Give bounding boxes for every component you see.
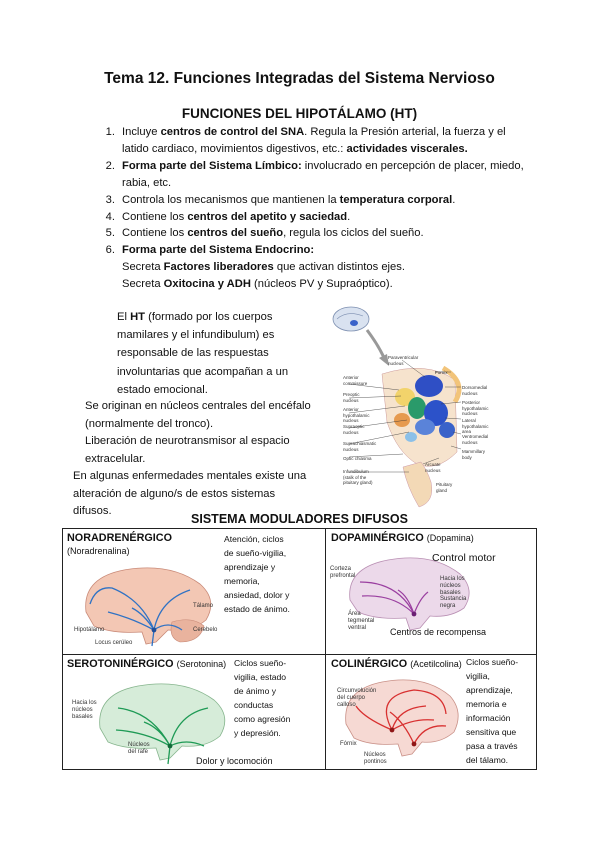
brain-label: Locus cerúleo — [95, 640, 133, 646]
panel-title-noradrenergic: NORADRENÉRGICO — [67, 532, 172, 544]
diffuse-systems-grid — [62, 528, 537, 770]
para-text: Liberación de neurotransmisor al espacio… — [85, 435, 290, 465]
list-text: involucrado en percepción de placer, mie… — [301, 159, 524, 172]
list-bold: Factores liberadores — [163, 261, 274, 274]
list-text: Controla los mecanismos que mantienen la — [122, 193, 340, 206]
list-item: 4. Contiene los centros del apetito y sa… — [106, 209, 546, 226]
list-bold: centros del apetito y saciedad — [187, 210, 348, 223]
para-text: (formado por los cuerpos mamilares y el … — [117, 311, 289, 396]
figure-label: Posterior hypothalamic nucleus — [462, 400, 489, 416]
list-item: 6. Forma parte del Sistema Endocrino: Se… — [106, 242, 546, 293]
figure-label: Supraoptic nucleus — [343, 424, 365, 435]
brain-label: Cerebelo — [193, 627, 218, 633]
section-title-hypothalamus: FUNCIONES DEL HIPOTÁLAMO (HT) — [181, 106, 418, 121]
list-text: rabia, etc. — [122, 176, 172, 189]
figure-label: Mammillary body — [462, 449, 485, 460]
grid-divider — [62, 654, 537, 656]
brain-label: Área tegmental ventral — [348, 611, 375, 631]
list-bold: actividades viscerales. — [346, 142, 468, 155]
list-bold: Forma parte del Sistema Límbico: — [122, 159, 302, 172]
brain-label: Hacia los núcleos basales — [440, 576, 465, 596]
brain-label: Tálamo — [193, 603, 214, 609]
list-bold: centros del sueño — [187, 227, 284, 240]
figure-label: Fornix — [435, 370, 448, 375]
list-text: Incluye — [122, 126, 161, 138]
figure-label: Arcuate nucleus — [425, 462, 441, 473]
brain-label: Sustancia negra — [440, 596, 467, 609]
list-bold: Oxitocina y ADH — [163, 278, 251, 291]
figure-label: Suprachiasmatic nucleus — [343, 441, 377, 452]
brain-label: Circunvolución del cuerpo calloso — [337, 688, 377, 708]
figure-label: Anterior hypothalamic nucleus — [343, 407, 370, 423]
section-title-diffuse-systems: SISTEMA MODULADORES DIFUSOS — [191, 512, 408, 526]
brain-label: Corteza prefrontal — [330, 566, 356, 579]
list-text: Contiene los — [122, 210, 188, 223]
figure-label: Dorsomedial nucleus — [462, 385, 488, 396]
list-number: 4. — [105, 210, 115, 223]
para-text: En algunas enfermedades mentales existe … — [73, 470, 307, 517]
list-item: 2. Forma parte del Sistema Límbico: invo… — [106, 158, 546, 192]
diffuse-systems-description: Se originan en núcleos centrales del enc… — [73, 398, 313, 521]
list-text: . Regula la Presión arterial, la fuerza … — [304, 126, 506, 138]
para-text: El — [117, 311, 131, 323]
list-item: 5. Contiene los centros del sueño, regul… — [106, 225, 546, 242]
list-bold: Forma parte del Sistema Endocrino: — [122, 244, 315, 257]
panel-title-serotonergic: SEROTONINÉRGICO (Serotonina) — [67, 658, 227, 670]
list-text: , regula los ciclos del sueño. — [283, 227, 424, 240]
grid-divider — [325, 528, 327, 770]
panel-note-serotonergic: Dolor y locomoción — [196, 756, 273, 766]
brain-dopaminergic-illustration — [349, 557, 470, 631]
list-number: 2. — [105, 159, 115, 172]
figure-label: Infundibulum (stalk of the pituitary gla… — [343, 469, 373, 485]
hypothalamus-description: El HT (formado por los cuerpos mamilares… — [117, 308, 307, 399]
figure-label: Pituitary gland — [436, 482, 453, 493]
figure-label: Lateral hypothalamic area — [462, 418, 489, 434]
list-number: 6. — [105, 244, 115, 257]
list-text: Secreta — [122, 278, 164, 291]
para-text: Se originan en núcleos centrales del enc… — [85, 400, 311, 430]
brain-label: Núcleos del rafe — [128, 742, 150, 755]
figure-label: Optic chiasma — [343, 456, 372, 461]
figure-label: Paraventricular nucleus — [388, 355, 419, 366]
panel-note-dopaminergic: Control motor — [432, 552, 496, 564]
brain-label: Hacia los núcleos basales — [72, 700, 97, 720]
list-bold: temperatura corporal — [339, 193, 453, 206]
figure-label: Ventromedial nucleus — [462, 434, 489, 445]
list-item: 3. Controla los mecanismos que mantienen… — [106, 192, 546, 209]
list-text: (núcleos PV y Supraóptico). — [250, 278, 393, 291]
list-item: 1. Incluye centros de control del SNA. R… — [106, 124, 546, 158]
list-bold: centros de control del SNA — [160, 126, 305, 138]
brain-cholinergic-illustration — [345, 679, 459, 757]
brain-label: Núcleos pontinos — [364, 752, 387, 765]
brain-serotonergic-illustration — [99, 683, 226, 765]
list-number: 5. — [105, 227, 115, 240]
panel-note-cholinergic: Ciclos sueño-vigilia,aprendizaje,memoria… — [466, 657, 519, 765]
panel-title-cholinergic: COLINÉRGICO (Acetilcolina) — [331, 658, 462, 670]
brain-label: Fórnix — [340, 741, 357, 747]
list-text: que activan distintos ejes. — [273, 261, 405, 274]
brain-label: Hipotálamo — [74, 627, 105, 633]
list-number: 1. — [105, 126, 115, 138]
hypothalamus-functions-list: 1. Incluye centros de control del SNA. R… — [106, 124, 546, 293]
figure-label: Preoptic nucleus — [343, 392, 360, 403]
hypothalamus-nuclei-figure — [332, 306, 462, 508]
figure-label: Anterior commissure — [343, 375, 368, 386]
panel-note-dopaminergic: Centros de recompensa — [390, 627, 487, 637]
panel-title-dopaminergic: DOPAMINÉRGICO (Dopamina) — [331, 532, 474, 544]
list-text: Secreta — [122, 261, 164, 274]
list-text: latido cardiaco, movimientos digestivos,… — [122, 142, 347, 155]
list-text: Contiene los — [122, 227, 188, 240]
panel-subtitle: (Noradrenalina) — [67, 546, 130, 556]
list-text: . — [347, 210, 351, 223]
page-title: Tema 12. Funciones Integradas del Sistem… — [104, 70, 495, 87]
list-number: 3. — [105, 193, 115, 206]
para-bold: HT — [130, 311, 145, 323]
list-text: . — [452, 193, 456, 206]
brain-noradrenergic-illustration — [85, 567, 212, 647]
